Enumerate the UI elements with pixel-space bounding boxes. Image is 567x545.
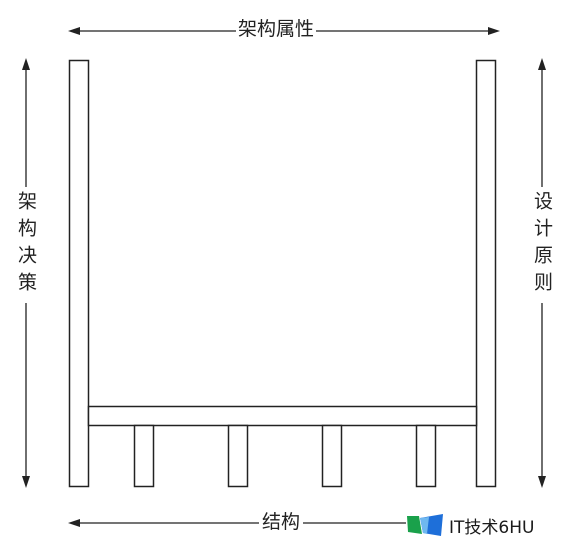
support-leg-4: [415, 424, 437, 488]
watermark: IT技术6HU: [405, 512, 534, 538]
support-leg-3: [321, 424, 343, 488]
right-label: 设计原则: [531, 187, 553, 303]
right-pillar: [475, 59, 497, 488]
top-label: 架构属性: [236, 18, 317, 40]
left-pillar: [68, 59, 90, 488]
watermark-text: IT技术6HU: [449, 517, 535, 538]
watermark-logo-icon: [407, 514, 443, 536]
left-label: 架构决策: [15, 187, 37, 303]
bottom-arrow: [68, 519, 406, 527]
support-leg-2: [227, 424, 249, 488]
foundation-beam: [87, 405, 478, 427]
bottom-label: 结构: [259, 513, 304, 532]
support-leg-1: [133, 424, 155, 488]
